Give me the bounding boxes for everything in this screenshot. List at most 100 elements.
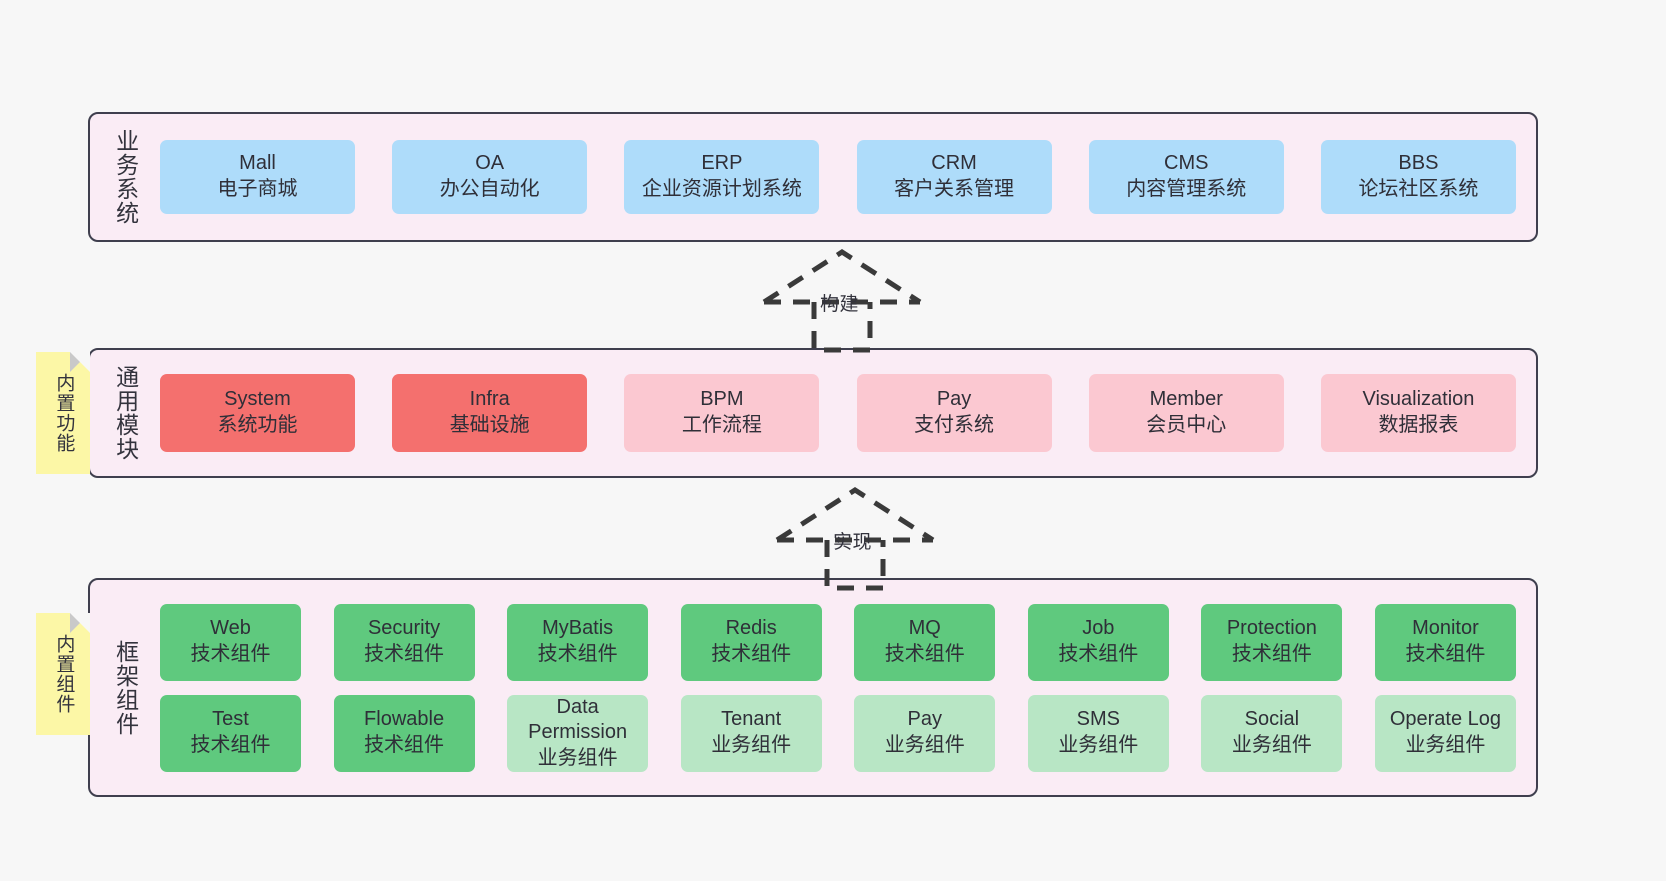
node-erp[interactable]: ERP 企业资源计划系统 bbox=[624, 140, 820, 214]
node-label-cn: 论坛社区系统 bbox=[1358, 178, 1479, 200]
node-label-cn: 技术组件 bbox=[711, 643, 792, 665]
node-label-en: MQ bbox=[908, 617, 941, 640]
node-label-en: Data Permission bbox=[528, 695, 628, 744]
node-operate-log[interactable]: Operate Log 业务组件 bbox=[1374, 694, 1516, 772]
node-label-cn: 基础设施 bbox=[449, 414, 530, 436]
node-label-en: Tenant bbox=[721, 708, 782, 731]
node-security[interactable]: Security 技术组件 bbox=[333, 603, 475, 681]
layer-body-modules: System 系统功能 Infra 基础设施 BPM 工作流程 Pay 支付系统… bbox=[148, 350, 1536, 476]
node-label-en: Visualization bbox=[1362, 388, 1475, 411]
node-label-en: Security bbox=[367, 617, 441, 640]
node-sms[interactable]: SMS 业务组件 bbox=[1027, 694, 1169, 772]
node-label-cn: 技术组件 bbox=[364, 734, 445, 756]
node-row: Test 技术组件 Flowable 技术组件 Data Permission … bbox=[160, 694, 1516, 772]
node-label-en: Operate Log bbox=[1389, 708, 1502, 731]
arrow-build-label: 构建 bbox=[820, 294, 860, 315]
node-visualization[interactable]: Visualization 数据报表 bbox=[1320, 374, 1516, 452]
node-label-cn: 业务组件 bbox=[1405, 734, 1486, 756]
layer-business-systems: 业务系统 Mall 电子商城 OA 办公自动化 ERP 企业资源计划系统 CRM… bbox=[88, 112, 1538, 242]
node-test[interactable]: Test 技术组件 bbox=[160, 694, 301, 772]
node-label-cn: 办公自动化 bbox=[439, 178, 540, 200]
node-label-cn: 技术组件 bbox=[884, 643, 965, 665]
node-label-en: Test bbox=[212, 708, 249, 731]
node-label-cn: 技术组件 bbox=[364, 643, 445, 665]
node-mybatis[interactable]: MyBatis 技术组件 bbox=[507, 603, 649, 681]
layer-title-business: 业务系统 bbox=[112, 129, 139, 225]
node-redis[interactable]: Redis 技术组件 bbox=[680, 603, 822, 681]
node-label-cn: 技术组件 bbox=[1231, 643, 1312, 665]
node-label-cn: 数据报表 bbox=[1378, 414, 1459, 436]
node-label-en: Pay bbox=[936, 388, 972, 411]
node-label-en: SMS bbox=[1076, 708, 1120, 731]
node-monitor[interactable]: Monitor 技术组件 bbox=[1374, 603, 1516, 681]
layer-title-framework: 框架组件 bbox=[112, 639, 139, 736]
node-infra[interactable]: Infra 基础设施 bbox=[392, 374, 588, 452]
arrow-build-shape bbox=[762, 249, 922, 353]
layer-framework-components: 框架组件 Web 技术组件 Security 技术组件 MyBatis 技术组件… bbox=[88, 578, 1538, 797]
layer-title-modules: 通用模块 bbox=[112, 365, 139, 461]
sticky-note-builtin-components: 内置组件 bbox=[36, 613, 90, 735]
node-label-cn: 技术组件 bbox=[1058, 643, 1139, 665]
node-label-cn: 业务组件 bbox=[1231, 734, 1312, 756]
node-label-cn: 业务组件 bbox=[1058, 734, 1139, 756]
node-row: Mall 电子商城 OA 办公自动化 ERP 企业资源计划系统 CRM 客户关系… bbox=[160, 140, 1516, 214]
node-label-cn: 业务组件 bbox=[537, 746, 618, 769]
node-crm[interactable]: CRM 客户关系管理 bbox=[856, 140, 1052, 214]
node-social[interactable]: Social 业务组件 bbox=[1201, 694, 1343, 772]
node-label-cn: 内容管理系统 bbox=[1126, 178, 1247, 200]
node-mq[interactable]: MQ 技术组件 bbox=[854, 603, 996, 681]
node-label-en: MyBatis bbox=[542, 617, 614, 640]
node-flowable[interactable]: Flowable 技术组件 bbox=[333, 694, 475, 772]
node-bpm[interactable]: BPM 工作流程 bbox=[624, 374, 820, 452]
node-label-cn: 电子商城 bbox=[217, 178, 298, 200]
arrow-build: 构建 bbox=[752, 246, 932, 353]
layer-general-modules: 通用模块 System 系统功能 Infra 基础设施 BPM 工作流程 Pay… bbox=[88, 348, 1538, 478]
node-label-en: ERP bbox=[701, 152, 743, 175]
node-label-en: Pay bbox=[907, 708, 942, 731]
node-data-permission[interactable]: Data Permission 业务组件 bbox=[507, 694, 649, 772]
node-label-en: OA bbox=[475, 152, 505, 175]
layer-body-framework: Web 技术组件 Security 技术组件 MyBatis 技术组件 Redi… bbox=[148, 580, 1536, 795]
sticky-note-label: 内置组件 bbox=[53, 634, 75, 714]
node-pay-module[interactable]: Pay 支付系统 bbox=[856, 374, 1052, 452]
node-label-cn: 业务组件 bbox=[711, 734, 792, 756]
node-row: System 系统功能 Infra 基础设施 BPM 工作流程 Pay 支付系统… bbox=[160, 374, 1516, 452]
node-pay-component[interactable]: Pay 业务组件 bbox=[854, 694, 996, 772]
node-label-en: BPM bbox=[700, 388, 744, 411]
layer-body-business: Mall 电子商城 OA 办公自动化 ERP 企业资源计划系统 CRM 客户关系… bbox=[148, 114, 1536, 240]
node-label-cn: 技术组件 bbox=[190, 643, 271, 665]
node-label-cn: 技术组件 bbox=[1405, 643, 1486, 665]
node-label-cn: 客户关系管理 bbox=[894, 178, 1015, 200]
node-protection[interactable]: Protection 技术组件 bbox=[1201, 603, 1343, 681]
node-label-en: Member bbox=[1149, 388, 1223, 411]
node-tenant[interactable]: Tenant 业务组件 bbox=[680, 694, 822, 772]
node-label-cn: 企业资源计划系统 bbox=[641, 178, 802, 200]
node-label-en: Web bbox=[210, 617, 251, 640]
node-label-en: Job bbox=[1082, 617, 1115, 640]
node-label-cn: 工作流程 bbox=[681, 414, 762, 436]
node-job[interactable]: Job 技术组件 bbox=[1027, 603, 1169, 681]
node-label-cn: 系统功能 bbox=[217, 414, 298, 436]
node-cms[interactable]: CMS 内容管理系统 bbox=[1088, 140, 1284, 214]
node-label-cn: 业务组件 bbox=[884, 734, 965, 756]
node-bbs[interactable]: BBS 论坛社区系统 bbox=[1320, 140, 1516, 214]
node-label-en: BBS bbox=[1398, 152, 1439, 175]
node-label-cn: 技术组件 bbox=[537, 643, 618, 665]
node-web[interactable]: Web 技术组件 bbox=[160, 603, 301, 681]
node-mall[interactable]: Mall 电子商城 bbox=[160, 140, 355, 214]
sticky-note-builtin-features: 内置功能 bbox=[36, 352, 90, 474]
node-system[interactable]: System 系统功能 bbox=[160, 374, 355, 452]
node-oa[interactable]: OA 办公自动化 bbox=[392, 140, 588, 214]
arrow-implement-shape bbox=[775, 487, 935, 591]
node-label-en: CRM bbox=[931, 152, 977, 175]
node-label-en: System bbox=[224, 388, 291, 411]
node-label-en: Flowable bbox=[364, 708, 445, 731]
node-label-cn: 会员中心 bbox=[1146, 414, 1227, 436]
arrow-implement: 实现 bbox=[765, 484, 945, 591]
node-member[interactable]: Member 会员中心 bbox=[1088, 374, 1284, 452]
node-label-cn: 技术组件 bbox=[190, 734, 271, 756]
node-label-en: Infra bbox=[469, 388, 510, 411]
node-label-en: Protection bbox=[1226, 617, 1317, 640]
node-row: Web 技术组件 Security 技术组件 MyBatis 技术组件 Redi… bbox=[160, 603, 1516, 681]
sticky-note-label: 内置功能 bbox=[53, 373, 75, 453]
